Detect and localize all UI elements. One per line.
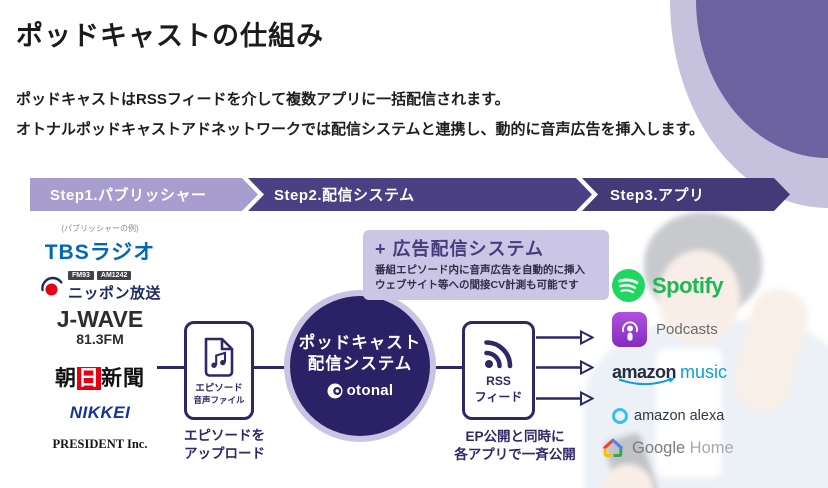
nippon-sun-icon [41, 276, 63, 295]
podcasts-wordmark: Podcasts [656, 321, 718, 338]
step-3-apps-banner: Step3.アプリ [582, 178, 790, 211]
logo-nikkei: NIKKEI [69, 403, 131, 422]
spotify-wordmark: Spotify [652, 272, 724, 298]
podcast-delivery-circle: ポッドキャスト 配信システム otonal [284, 290, 436, 442]
ad-system-title: + 広告配信システム [375, 239, 544, 259]
google-home-word2: Home [689, 438, 734, 457]
spotify-icon [612, 269, 645, 302]
apple-podcasts-icon [612, 312, 647, 347]
otonal-wordmark: otonal [346, 382, 394, 400]
logo-amazon-music: amazon music [612, 362, 728, 386]
alexa-ring-icon [612, 408, 628, 424]
rss-publish-caption: EP公開と同時に 各アプリで一斉公開 [430, 428, 600, 464]
rss-icon [483, 340, 512, 369]
subtitle-line-1: ポッドキャストはRSSフィードを介して複数アプリに一括配信されます。 [16, 91, 510, 108]
amazon-music-word2: music [680, 362, 728, 382]
asahi-post: 新聞 [101, 367, 145, 390]
rss-box-line2: フィード [474, 390, 523, 404]
connector-circle-to-rss [434, 366, 464, 369]
rss-box-line1: RSS [486, 374, 511, 388]
jwave-name: J-WAVE [56, 306, 144, 332]
music-file-icon [204, 337, 234, 377]
photo-hair-shape [644, 212, 762, 314]
page-title: ポッドキャストの仕組み [16, 21, 324, 51]
delivery-circle-line1: ポッドキャスト [298, 333, 422, 352]
photo-face-shape [658, 250, 740, 344]
nippon-am-badge: AM1242 [96, 271, 132, 280]
episode-upload-caption: エピソードを アップロード [184, 427, 265, 463]
step-2-label: Step2.配信システム [274, 187, 415, 204]
asahi-red-character: 日 [77, 367, 101, 390]
episode-caption-line1: エピソードを [184, 428, 265, 443]
connector-publishers-to-episode [157, 366, 185, 369]
logo-spotify: Spotify [611, 268, 724, 303]
rss-caption-line1: EP公開と同時に [465, 429, 565, 444]
rss-caption-line2: 各アプリで一斉公開 [454, 447, 576, 463]
amazon-music-word1: amazon [612, 362, 677, 386]
connector-episode-to-circle [253, 366, 286, 369]
logo-amazon-alexa: amazon alexa [612, 408, 724, 424]
logo-apple-podcasts: Podcasts [612, 312, 718, 347]
nippon-fm-badge: FM93 [67, 271, 94, 280]
google-home-icon [603, 438, 623, 457]
logo-nippon-broadcasting: FM93 AM1242 ニッポン放送 [0, 271, 200, 303]
logo-google-home: Google Home [602, 438, 734, 458]
otonal-logo-icon [327, 383, 343, 399]
logo-president-inc: PRESIDENT Inc. [52, 437, 148, 451]
episode-file-box: エピソード 音声ファイル [184, 321, 254, 420]
delivery-circle-line2: 配信システム [307, 355, 413, 373]
episode-box-line1: エピソード [195, 382, 243, 394]
corner-decoration-light [670, 0, 828, 208]
episode-caption-line2: アップロード [184, 446, 265, 462]
step-1-publisher-banner: Step1.パブリッシャー [30, 178, 258, 211]
arrow-to-spotify-icon [536, 330, 594, 345]
step-1-label: Step1.パブリッシャー [50, 187, 207, 204]
logo-tbs-radio: TBSラジオ [44, 241, 156, 264]
publisher-examples-caption: (パブリッシャーの例) [61, 224, 139, 233]
episode-box-line2: 音声ファイル [193, 394, 245, 405]
listener-photo [556, 198, 828, 488]
rss-feed-box: RSS フィード [462, 321, 535, 420]
photo-shirt-shape [656, 348, 722, 478]
ad-system-desc-line2: ウェブサイト等への間接CV計測も可能です [375, 278, 579, 291]
photo-jacket-shape [584, 320, 828, 488]
step-3-label: Step3.アプリ [610, 187, 705, 204]
subtitle-line-2: オトナルポッドキャストアドネットワークでは配信システムと連携し、動的に音声広告を… [16, 121, 705, 138]
nippon-name: ニッポン放送 [67, 285, 161, 302]
alexa-wordmark: amazon alexa [634, 408, 725, 424]
amazon-smile-icon [618, 378, 675, 386]
asahi-pre: 朝 [55, 367, 77, 390]
ad-system-desc-line1: 番組エピソード内に音声広告を自動的に挿入 [375, 264, 585, 276]
step-2-delivery-banner: Step2.配信システム [248, 178, 592, 211]
arrow-to-music-icon [536, 391, 594, 406]
logo-asahi-shimbun: 朝日新聞 [0, 362, 200, 392]
logo-jwave: J-WAVE 81.3FM [0, 306, 200, 347]
otonal-logo: otonal [327, 382, 394, 399]
arrow-to-podcasts-icon [536, 360, 594, 375]
ad-system-desc: 番組エピソード内に音声広告を自動的に挿入 ウェブサイト等への間接CV計測も可能で… [375, 263, 597, 292]
ad-delivery-system-box: + 広告配信システム 番組エピソード内に音声広告を自動的に挿入 ウェブサイト等へ… [363, 230, 609, 300]
google-home-word1: Google [632, 438, 686, 457]
jwave-frequency: 81.3FM [76, 331, 124, 347]
